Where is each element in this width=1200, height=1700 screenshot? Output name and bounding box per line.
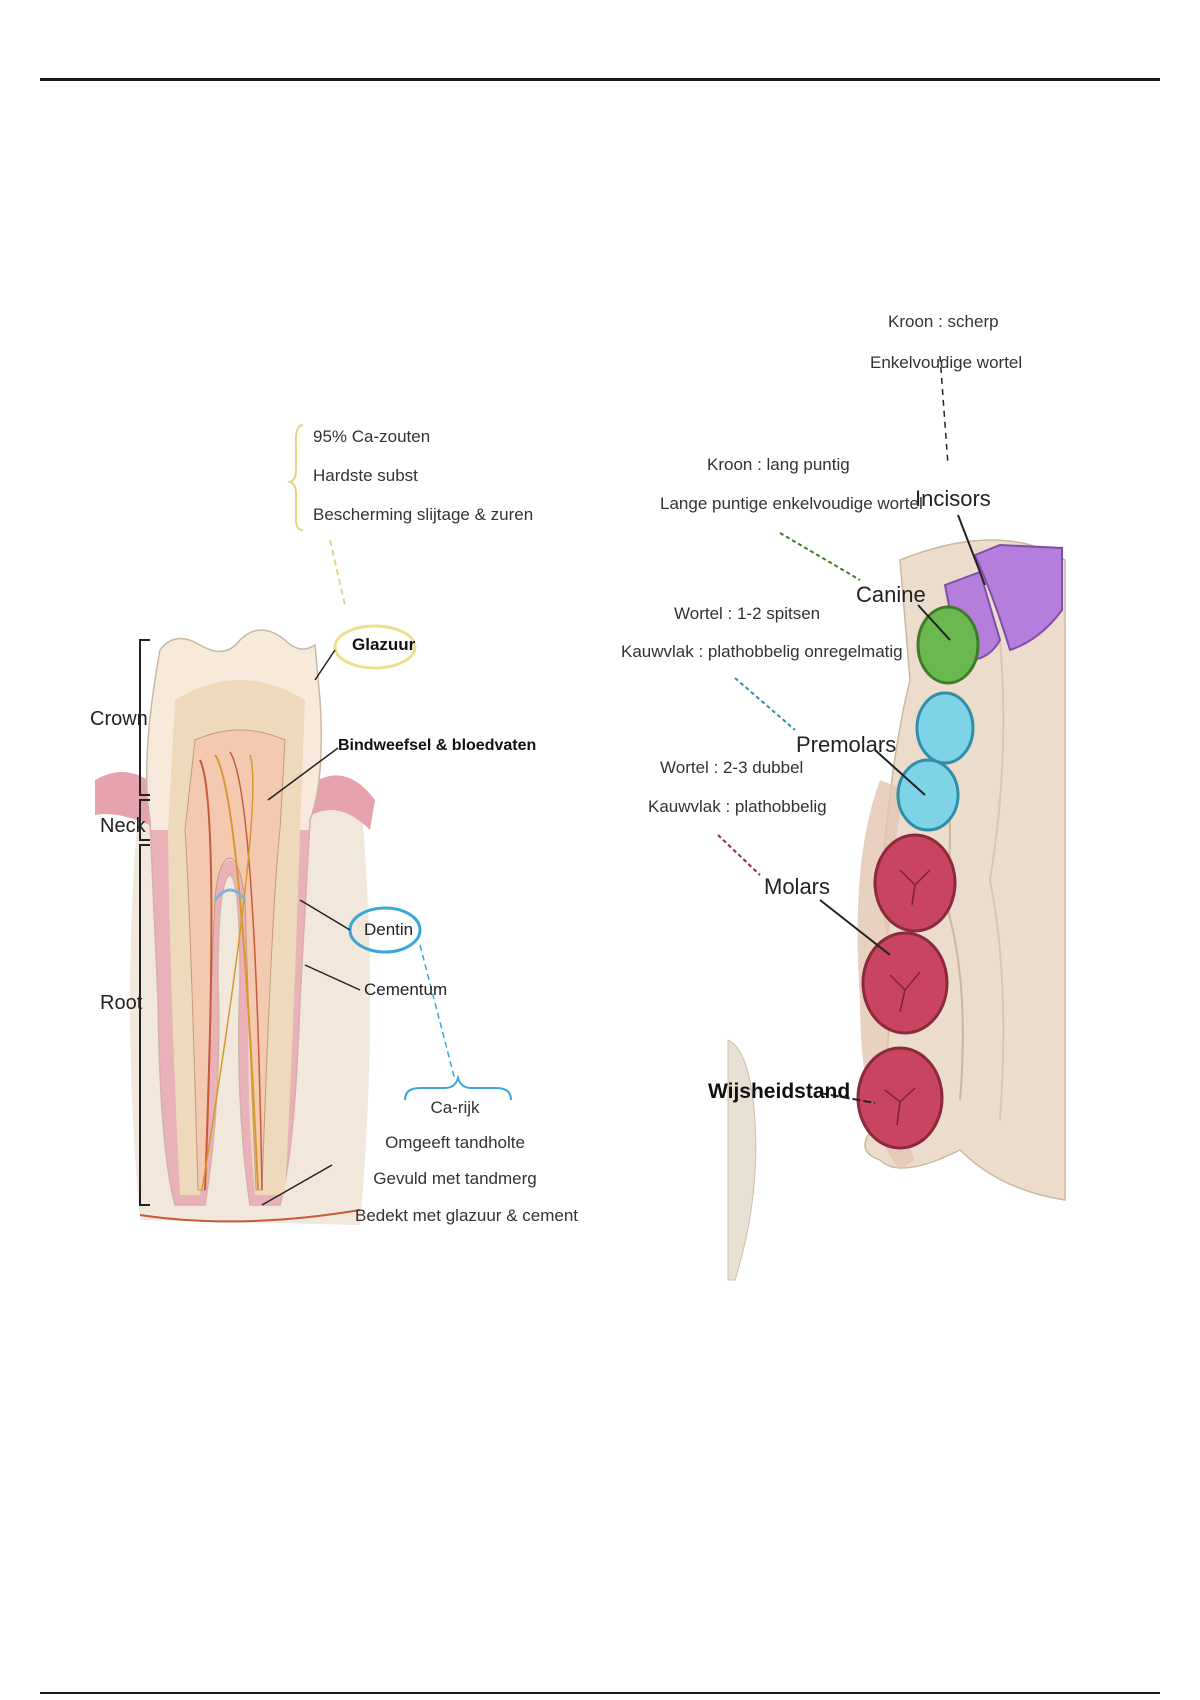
pulp-label: Bindweefsel & bloedvaten: [338, 737, 537, 754]
dentin-note-2: Omgeeft tandholte: [385, 1133, 525, 1152]
root-label: Root: [100, 992, 143, 1014]
bottom-rule: [40, 1692, 1160, 1694]
dentin-label: Dentin: [364, 920, 414, 939]
premolar-tooth-1: [915, 691, 975, 765]
crown-label: Crown: [90, 708, 148, 730]
neck-bracket: [139, 799, 150, 841]
canine-tooth: [916, 605, 980, 685]
molar-note-1: Wortel : 2-3 dubbel: [660, 758, 804, 777]
canine-note-2: Lange puntige enkelvoudige wortel: [660, 494, 923, 513]
incisors-label: Incisors: [915, 486, 991, 511]
molar-tooth-2: [861, 931, 949, 1035]
bone-fragment: [727, 1039, 757, 1281]
enamel-highlight: [333, 624, 417, 670]
premolar-note-2: Kauwvlak : plathobbelig onregelmatig: [621, 642, 903, 661]
incisor-note-1: Kroon : scherp: [888, 312, 999, 331]
root-bracket: [139, 844, 150, 1206]
gum-left: [95, 772, 160, 830]
dentin-note-1: Ca-rijk: [430, 1098, 480, 1117]
molar-tooth-1: [873, 833, 957, 933]
cementum-label: Cementum: [364, 980, 448, 999]
gum-right: [310, 775, 375, 830]
wisdom-tooth-label: Wijsheidstand: [708, 1080, 851, 1103]
molar-note-2: Kauwvlak : plathobbelig: [648, 797, 827, 816]
top-rule: [40, 78, 1160, 81]
enamel-note-1: 95% Ca-zouten: [313, 427, 431, 446]
neck-label: Neck: [100, 815, 146, 837]
crown-bracket: [139, 639, 150, 796]
incisor-note-2: Enkelvoudige wortel: [870, 353, 1023, 372]
canine-note-1: Kroon : lang puntig: [707, 455, 850, 474]
premolars-label: Premolars: [796, 732, 897, 757]
dentin-note-4: Bedekt met glazuur & cement: [355, 1206, 579, 1225]
dentin-note-3: Gevuld met tandmerg: [373, 1169, 537, 1188]
premolar-note-1: Wortel : 1-2 spitsen: [674, 604, 821, 623]
wisdom-tooth: [856, 1046, 944, 1150]
premolar-tooth-2: [896, 758, 960, 832]
enamel-note-2: Hardste subst: [313, 466, 418, 485]
incisor-tooth-1: [973, 543, 1063, 652]
enamel-label: Glazuur: [352, 635, 416, 654]
molars-label: Molars: [764, 874, 831, 899]
enamel-note-3: Bescherming slijtage & zuren: [313, 505, 534, 524]
canine-label: Canine: [856, 582, 926, 607]
